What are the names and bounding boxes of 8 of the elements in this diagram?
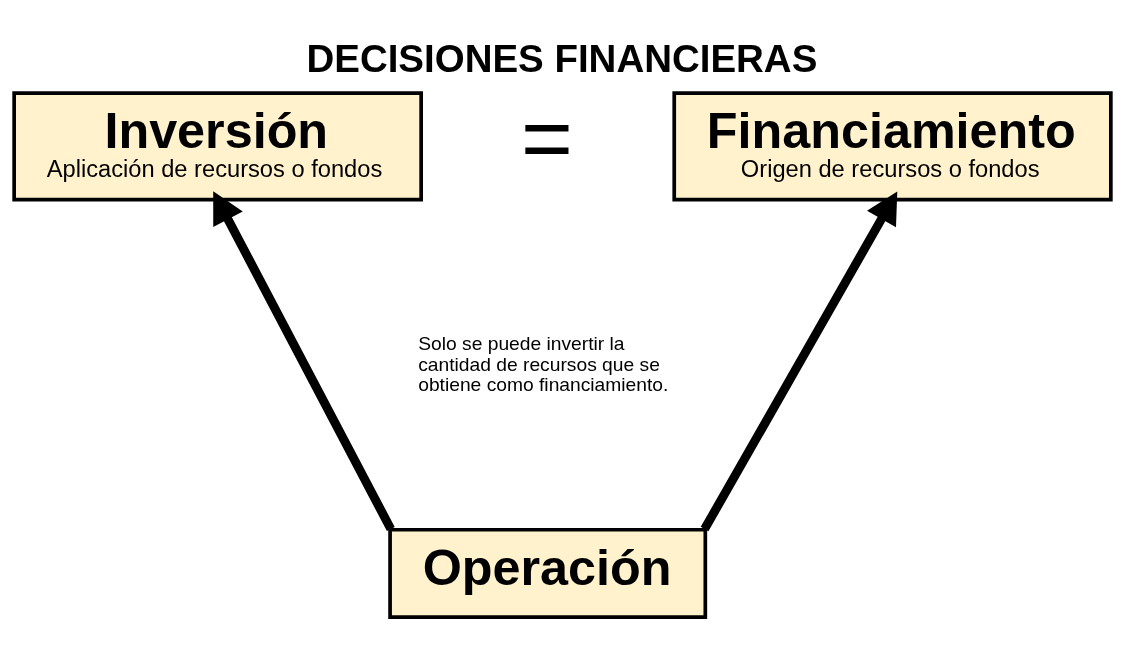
diagram-title: DECISIONES FINANCIERAS (306, 36, 818, 80)
label: Solo se puede invertir la cantidad de recursos que se obtiene como financiamiento. (418, 332, 669, 395)
label: = (521, 88, 573, 188)
node-box: Operación (388, 527, 708, 619)
node-box: Inversión Aplicación de recursos o fondos (12, 90, 423, 202)
arrow (213, 190, 395, 531)
node-box: Financiamiento Origen de recursos o fondos (672, 90, 1113, 202)
arrow (700, 190, 898, 531)
